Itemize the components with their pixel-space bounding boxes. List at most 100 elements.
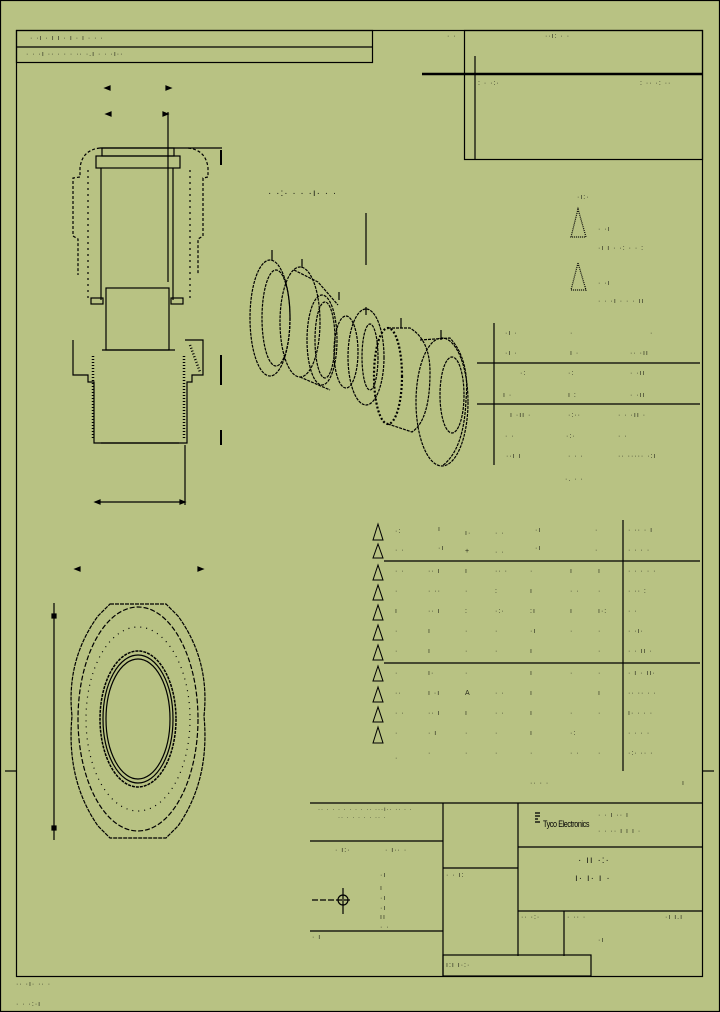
parts-header-cell: ı·	[465, 530, 472, 537]
parts-cell: ·	[395, 730, 399, 737]
parts-cell: ı·:	[598, 608, 608, 615]
parts-cell: ·	[530, 568, 534, 575]
parts-cell: ·:·	[495, 608, 505, 615]
spec-cell: ·ı ·	[505, 330, 518, 337]
company-line-2: · · ·· ı ı ı ·	[598, 828, 642, 835]
section-view	[72, 85, 222, 505]
parts-cell: · · ıı ·	[628, 648, 653, 655]
parts-cell: ·	[598, 670, 602, 677]
parts-footer-mid: ·· · ·	[530, 780, 550, 787]
parts-cell: ·	[570, 710, 574, 717]
parts-cell: ı	[428, 648, 431, 655]
parts-cell: ı· · · ·	[628, 710, 654, 717]
parts-cell: ·	[465, 750, 469, 757]
spec-cell: ı ·	[570, 350, 580, 357]
parts-cell: ·	[465, 670, 469, 677]
parts-cell: ·:· ·· ·	[628, 750, 654, 757]
note-2-line1: · ·ı	[598, 280, 611, 287]
spec-cell: ·· ····· ·:ı	[618, 453, 657, 460]
parts-header-cell: ·ı	[438, 545, 445, 552]
parts-cell: ·· ·	[495, 568, 508, 575]
parts-cell: ·· ·· · ·	[628, 690, 657, 697]
spec-cell: ··ı ı	[506, 453, 522, 460]
title-block-lines	[310, 802, 703, 977]
parts-cell: ·	[598, 648, 602, 655]
spec-cell: ·:	[520, 370, 527, 377]
parts-cell: ·	[465, 628, 469, 635]
spec-cell: · · ·	[568, 453, 584, 460]
drawn-label: · · ı:	[446, 872, 465, 879]
projection-symbol	[312, 888, 352, 914]
parts-cell: ·	[395, 628, 399, 635]
parts-cell: ı	[530, 690, 533, 697]
spec-cell: · ·	[505, 433, 515, 440]
parts-cell: ·ı	[530, 628, 537, 635]
drawing-title-line-1: · ıı ·:·	[578, 855, 610, 866]
parts-cell: ·	[465, 588, 469, 595]
tolerance-value: ·ı	[380, 905, 387, 912]
parts-header-cell: · ·	[395, 547, 405, 554]
parts-cell: A	[465, 690, 471, 697]
parts-header-cell: +	[465, 548, 471, 555]
parts-cell: ·	[570, 670, 574, 677]
parts-cell: ı ·ı	[428, 690, 441, 697]
parts-cell: ·· ı	[428, 608, 441, 615]
parts-header-cell: · ·	[495, 549, 505, 556]
revision-block	[463, 29, 704, 161]
dwg-no-label: ·· ·:·	[521, 914, 541, 921]
parts-cell: · ·	[495, 710, 505, 717]
parts-cell: ··	[395, 690, 402, 697]
parts-cell: ı·	[428, 670, 435, 677]
rev-label: ·ı ı.ı	[665, 914, 684, 921]
exploded-view-label: · ·:· · · ·ı· · ·	[268, 188, 338, 199]
note-1-line1: · ·ı	[598, 226, 611, 233]
parts-cell: ı	[598, 568, 601, 575]
end-view	[51, 566, 206, 840]
parts-cell: · ·	[570, 588, 580, 595]
scale-label: ·ı	[598, 937, 605, 944]
parts-header-cell: ·ı	[535, 545, 542, 552]
spec-cell: ·	[570, 330, 574, 337]
parts-cell: :ı	[530, 608, 536, 615]
spec-cell: ı :	[568, 392, 577, 399]
tolerance-value: ·ı	[380, 895, 387, 902]
disclaimer-line-1: ·· · · · · · · · ·· ···ı·· ·· · ·	[318, 807, 413, 813]
parts-cell: ·	[598, 710, 602, 717]
footer-note-1: ·· ·ı· ·· ·	[16, 981, 52, 988]
parts-cell: ·	[495, 750, 499, 757]
parts-cell: ı	[530, 588, 533, 595]
parts-cell: ı	[530, 670, 533, 677]
spec-cell: ·	[650, 330, 654, 337]
note-2-line2: · · ·ı · · · ıı	[598, 298, 645, 305]
parts-header-cell: ·	[595, 527, 599, 534]
parts-cell: ·	[395, 670, 399, 677]
parts-header-cell: · ·	[495, 530, 505, 537]
parts-cell: · ··	[428, 588, 441, 595]
projection-label: · ı	[312, 934, 322, 941]
tolerances-heading: · ı:·	[335, 847, 351, 854]
parts-cell: ·	[530, 750, 534, 757]
parts-cell: ı	[465, 568, 468, 575]
tolerance-value: · ·	[380, 924, 390, 931]
drawing-title-line-2: ı· ı· ı ·	[575, 873, 611, 884]
parts-cell: · ·ı·	[628, 628, 644, 635]
spec-cell: ·ı ·	[505, 350, 518, 357]
tyco-logo-icon	[535, 812, 540, 823]
sheet-label: · ·· ·	[567, 914, 587, 921]
parts-cell: · ·	[495, 690, 505, 697]
parts-cell: ·:	[570, 730, 577, 737]
revision-row-right: : ·· ·: ··	[640, 80, 672, 87]
parts-cell: ·	[495, 648, 499, 655]
footer-note-2: · · ·:·ı	[16, 1001, 42, 1008]
parts-cell: ı	[530, 730, 533, 737]
exploded-view	[249, 213, 469, 467]
parts-cell: · ·	[395, 710, 405, 717]
notes-heading: ·ı:·	[577, 194, 590, 201]
revision-row-left: : · ·:·	[478, 80, 500, 87]
parts-cell: ı	[570, 608, 573, 615]
parts-cell: · ·· :	[628, 588, 647, 595]
note-1-line2: ·ı ı · ·: · · :	[598, 245, 645, 252]
spec-cell: ·:·	[566, 433, 576, 440]
